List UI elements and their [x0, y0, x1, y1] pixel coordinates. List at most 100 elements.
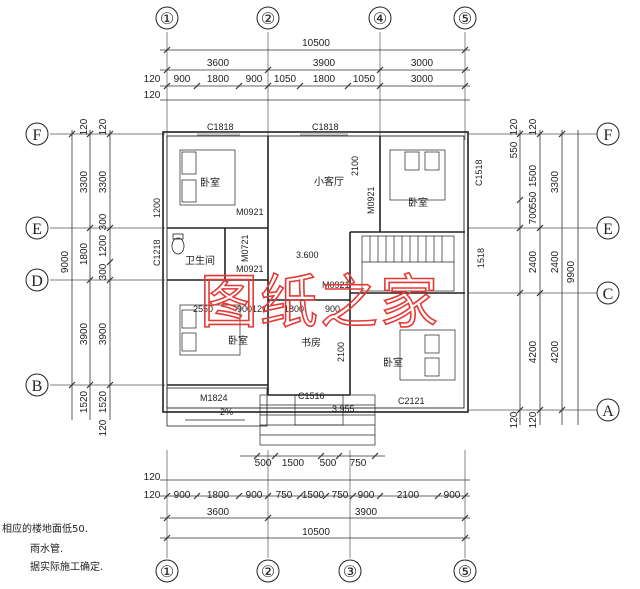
note-line-3: 据实际施工确定. — [30, 560, 103, 573]
dim-right-x3: 550 — [509, 141, 520, 158]
room-living: 小客厅 — [314, 175, 344, 188]
walls — [162, 131, 469, 413]
code-m0921-a: M0921 — [236, 207, 264, 217]
note-line-1: 相应的楼地面低50. — [2, 522, 88, 535]
code-m0721: M0721 — [240, 234, 250, 262]
room-bathroom: 卫生间 — [185, 254, 215, 267]
dim-right-o1: 3300 — [550, 170, 561, 193]
code-2100-b: 2100 — [336, 342, 346, 362]
watermark-text: 图纸之家 — [200, 268, 440, 336]
dim-left-i4: 3900 — [98, 322, 109, 345]
dim-right-x4: 120 — [509, 411, 520, 428]
entrance-steps — [259, 394, 376, 446]
note-line-2: 雨水管. — [30, 542, 63, 555]
code-m1824: M1824 — [200, 393, 228, 403]
dim-top-total: 10500 — [302, 38, 330, 49]
code-m0921-c: M0921 — [236, 264, 264, 274]
toilet-icon — [171, 233, 185, 255]
code-c1518-right: C1518 — [474, 159, 484, 186]
room-bedroom-se: 卧室 — [383, 356, 403, 369]
dim-right-i1: 1500 — [528, 164, 539, 187]
dim-left-o3: 3900 — [79, 322, 90, 345]
top-dimension-lines — [160, 46, 470, 101]
dim-bot-r2-g: 900 — [358, 490, 375, 501]
dim-right-x5: 120 — [528, 411, 539, 428]
axis-label-right-e: E — [603, 221, 613, 238]
dim-top-r2-g: 3000 — [411, 74, 434, 85]
code-2550: 2550 — [193, 304, 213, 314]
dim-right-o2: 2400 — [550, 250, 561, 273]
dim-right-i3: 700 — [528, 207, 539, 224]
dim-left-i1: 3300 — [98, 170, 109, 193]
code-m0921-d: M0921 — [322, 280, 350, 290]
code-level2: 3.955 — [332, 404, 355, 414]
dim-bot-step-a: 500 — [255, 458, 272, 469]
axis-label-top-1: ① — [160, 11, 174, 28]
code-900: 900 — [325, 304, 340, 314]
axis-label-bottom-2: ② — [261, 564, 275, 581]
dim-left-i5: 1520 — [98, 390, 109, 413]
code-m0921-b: M0921 — [366, 186, 376, 214]
dim-top-left-1: 120 — [144, 74, 161, 85]
dim-top-r2-a: 900 — [174, 74, 191, 85]
axis-label-bottom-1: ① — [160, 564, 174, 581]
dim-bot-r2-c: 900 — [246, 490, 263, 501]
axis-label-right-c: C — [603, 286, 614, 303]
dim-right-total: 9900 — [566, 260, 577, 283]
axis-label-bottom-3: ③ — [343, 564, 357, 581]
dim-bot-r2-i: 900 — [444, 490, 461, 501]
code-900121: 900121 — [237, 304, 267, 314]
axis-label-left-f: F — [33, 127, 42, 144]
code-c1218: C1218 — [152, 239, 162, 266]
dim-left-x4: 120 — [98, 419, 109, 436]
code-level: 3.600 — [296, 250, 319, 260]
dim-right-x2: 120 — [528, 118, 539, 135]
code-c1516: C1516 — [298, 391, 325, 401]
dim-left-i3: 300 — [98, 263, 109, 280]
dim-bot-r2-a: 900 — [174, 490, 191, 501]
code-c1818-a: C1818 — [207, 122, 234, 132]
code-1518: 1518 — [476, 248, 486, 268]
dim-bot-left-2: 120 — [144, 490, 161, 501]
room-bedroom-ne: 卧室 — [408, 196, 428, 209]
axis-label-right-f: F — [604, 127, 613, 144]
axis-label-right-a: A — [602, 403, 614, 420]
code-2100-a: 2100 — [350, 156, 360, 176]
dim-top-r2-b: 1800 — [207, 74, 230, 85]
dim-left-o4: 1520 — [79, 390, 90, 413]
dim-bot-step-d: 750 — [350, 458, 367, 469]
dim-bot-r2-d: 750 — [276, 490, 293, 501]
code-1800: 1800 — [284, 304, 304, 314]
balcony — [166, 387, 268, 427]
code-1200: 1200 — [152, 198, 162, 218]
dim-bot-r2-b: 1800 — [207, 490, 230, 501]
dim-right-o3: 4200 — [550, 340, 561, 363]
axis-label-left-d: D — [31, 273, 43, 290]
dim-left-x3: 300 — [98, 213, 109, 230]
dim-bot-step-b: 1500 — [282, 458, 305, 469]
dim-bot-r2-e: 1500 — [302, 490, 325, 501]
dim-left-o2: 1800 — [79, 242, 90, 265]
dim-bot-r1-b: 3900 — [355, 507, 378, 518]
dim-left-x1: 120 — [79, 118, 90, 135]
room-bedroom-nw: 卧室 — [200, 176, 220, 189]
axis-label-top-4: ④ — [373, 11, 387, 28]
dim-left-total: 9000 — [60, 250, 71, 273]
dim-left-x2: 120 — [98, 118, 109, 135]
code-c1818-b: C1818 — [312, 122, 339, 132]
dim-top-left-2: 120 — [144, 90, 161, 101]
dim-bot-r2-f: 750 — [332, 490, 349, 501]
dim-top-r2-d: 1050 — [274, 74, 297, 85]
axis-label-bottom-5: ⑤ — [458, 564, 472, 581]
dim-top-r2-f: 1050 — [353, 74, 376, 85]
axis-bubbles — [25, 6, 620, 583]
axis-label-top-2: ② — [261, 11, 275, 28]
staircase — [361, 235, 455, 292]
dim-left-i2: 1200 — [98, 234, 109, 257]
left-dimension-lines — [68, 130, 114, 420]
dim-bot-left-1: 120 — [144, 472, 161, 483]
code-slope: 2% — [220, 407, 233, 417]
bottom-dimension-lines — [160, 452, 470, 542]
dim-right-i2: 550 — [528, 191, 539, 208]
